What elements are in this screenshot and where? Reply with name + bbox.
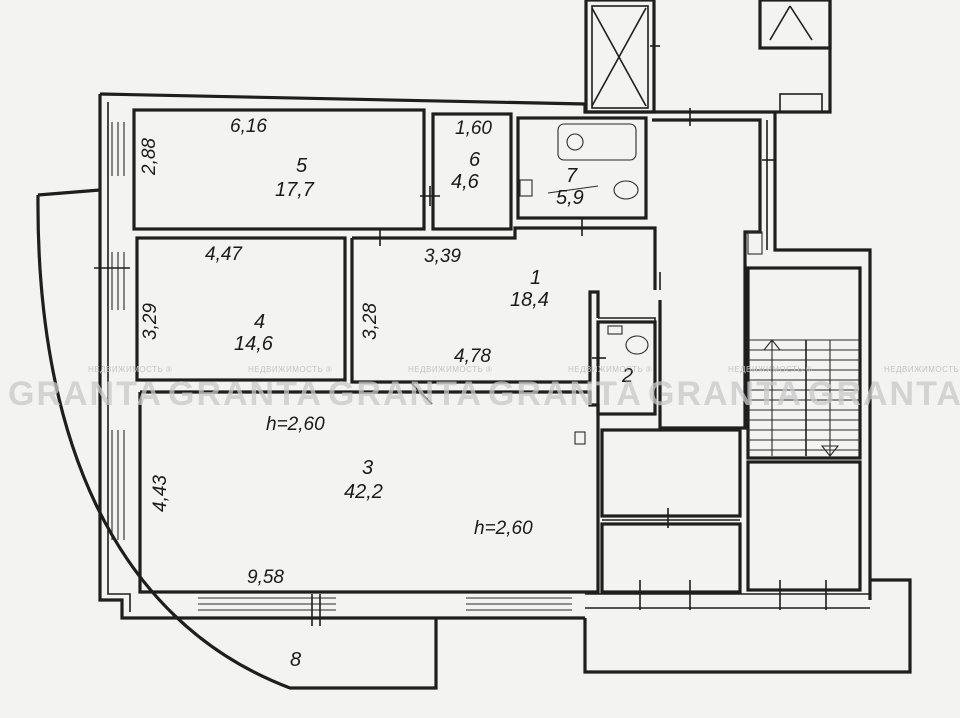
svg-text:НЕДВИЖИМОСТЬ ®: НЕДВИЖИМОСТЬ ®	[884, 365, 960, 374]
svg-text:НЕДВИЖИМОСТЬ ®: НЕДВИЖИМОСТЬ ®	[568, 365, 652, 374]
room7-area: 5,9	[556, 187, 584, 209]
windows	[111, 122, 572, 611]
room6-area: 4,6	[451, 171, 480, 193]
height-label-1: h=2,60	[266, 414, 325, 435]
svg-text:GRANTA: GRANTA	[648, 375, 803, 413]
outer-walls	[98, 0, 912, 674]
labels: 6,16 2,88 5 17,7 1,60 6 4,6 7 5,9 4,47 3…	[139, 116, 633, 671]
room-4	[135, 236, 347, 382]
room5-number: 5	[296, 155, 308, 177]
svg-text:НЕДВИЖИМОСТЬ ®: НЕДВИЖИМОСТЬ ®	[248, 365, 332, 374]
room8-number: 8	[290, 649, 301, 671]
corridor	[652, 118, 763, 430]
room4-number: 4	[254, 311, 265, 333]
svg-text:GRANTA: GRANTA	[328, 375, 483, 413]
svg-text:GRANTA: GRANTA	[808, 375, 960, 413]
svg-text:НЕДВИЖИМОСТЬ ®: НЕДВИЖИМОСТЬ ®	[408, 365, 492, 374]
room7-number: 7	[566, 165, 578, 187]
storage-rooms	[600, 428, 742, 594]
dim-room4-width: 4,47	[205, 244, 243, 265]
door-marks	[94, 45, 827, 626]
room1-area: 18,4	[510, 289, 549, 311]
dim-room5-depth: 2,88	[139, 138, 160, 176]
elevator-shafts	[584, 0, 832, 114]
room4-area: 14,6	[234, 333, 274, 355]
room3-area: 42,2	[344, 481, 383, 503]
height-label-2: h=2,60	[474, 518, 533, 539]
dim-room3-depth: 4,43	[150, 475, 171, 512]
dim-room1-length: 4,78	[454, 346, 491, 367]
room5-area: 17,7	[275, 179, 315, 201]
watermark-text: GRANTA	[8, 375, 163, 413]
room-3	[138, 390, 600, 594]
room3-number: 3	[362, 457, 373, 479]
watermark-tagline: НЕДВИЖИМОСТЬ ®	[88, 365, 172, 374]
room-2	[596, 320, 657, 416]
svg-text:GRANTA: GRANTA	[488, 375, 643, 413]
svg-text:НЕДВИЖИМОСТЬ ®: НЕДВИЖИМОСТЬ ®	[728, 365, 812, 374]
balcony	[36, 188, 438, 690]
watermark: GRANTA GRANTA GRANTA GRANTA GRANTA GRANT…	[8, 365, 960, 413]
dim-room5-width: 6,16	[230, 116, 267, 137]
room-5	[132, 108, 426, 231]
dim-room6-width: 1,60	[455, 118, 492, 139]
dim-room3-width: 9,58	[247, 567, 284, 588]
staircase	[746, 266, 862, 592]
room6-number: 6	[469, 149, 481, 171]
room1-number: 1	[530, 267, 541, 289]
dim-room1-depth: 3,28	[360, 303, 381, 340]
dim-room1-width: 3,39	[424, 246, 461, 267]
svg-text:GRANTA: GRANTA	[168, 375, 323, 413]
room-6	[431, 112, 513, 231]
room2-number: 2	[621, 365, 633, 387]
dim-room4-depth: 3,29	[140, 303, 161, 340]
